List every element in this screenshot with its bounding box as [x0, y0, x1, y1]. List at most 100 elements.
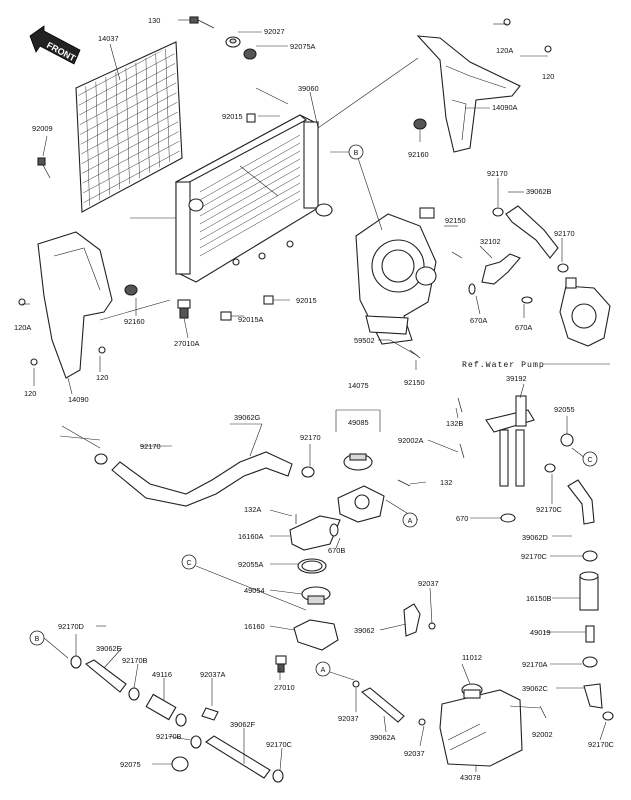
bolt-92150-top	[451, 251, 463, 259]
shroud-14090	[18, 231, 138, 379]
grommet-92075	[171, 756, 189, 772]
svg-text:B: B	[35, 636, 40, 643]
hose-39062C	[583, 683, 603, 709]
hose-39062D	[567, 479, 595, 525]
part-label-132B: 132B	[446, 419, 463, 428]
svg-text:B: B	[354, 150, 359, 157]
clamp-92037-left	[352, 680, 360, 688]
part-label-92170C-4: 92170C	[588, 740, 615, 749]
part-label-39060: 39060	[298, 84, 319, 93]
part-label-16150B: 16150B	[526, 594, 552, 603]
part-label-92170B-1: 92170B	[122, 656, 148, 665]
part-label-14090: 14090	[68, 395, 89, 404]
part-label-49054: 49054	[244, 586, 265, 595]
thermostat-49054	[301, 586, 331, 605]
clamp-92037-bottom	[418, 718, 426, 726]
leader-lines	[22, 19, 610, 772]
clamp-92170B-2	[190, 735, 202, 749]
part-label-49019: 49019	[530, 628, 551, 637]
part-label-39062C: 39062C	[522, 684, 549, 693]
callout-a-low: A	[315, 661, 331, 677]
part-label-92037-left: 92037	[338, 714, 359, 723]
part-label-670: 670	[456, 514, 468, 523]
callout-a-mid: A	[402, 512, 418, 528]
reservoir-tank-43078	[439, 689, 523, 767]
part-label-92170-hose-left: 92170	[140, 442, 161, 451]
shroud-14090A	[413, 18, 552, 153]
svg-text:C: C	[587, 457, 592, 464]
pipe-39192	[485, 395, 535, 487]
part-label-14075: 14075	[348, 381, 369, 390]
part-label-120-top: 120	[542, 72, 554, 81]
grommet-92075A	[243, 48, 257, 60]
clamp-92170C-1	[544, 463, 556, 473]
part-label-120A-left: 120A	[14, 323, 31, 332]
gasket-92055A	[297, 558, 327, 574]
part-label-92002A: 92002A	[398, 436, 424, 445]
part-label-49116: 49116	[152, 670, 172, 679]
clamp-92170C-3	[272, 769, 284, 783]
oring-670B	[329, 523, 339, 537]
thermostat-cover-16160A	[289, 515, 341, 551]
part-label-92170-top: 92170	[487, 169, 508, 178]
hose-39062F	[205, 735, 271, 779]
part-label-11012: 11012	[462, 653, 482, 662]
part-label-92015-mid: 92015	[296, 296, 317, 305]
part-label-39062B: 39062B	[526, 187, 552, 196]
bolt-92002A	[459, 443, 465, 459]
part-label-59502: 59502	[354, 336, 375, 345]
part-label-92170C-2: 92170C	[521, 552, 548, 561]
reference-label: Ref.Water Pump	[462, 360, 545, 370]
part-label-670B: 670B	[328, 546, 345, 555]
part-label-92170B-2: 92170B	[156, 732, 182, 741]
part-label-92075: 92075	[120, 760, 141, 769]
clamp-92170C-2	[582, 550, 598, 562]
thermostat-cover-16160	[293, 619, 339, 651]
pipe-32102	[481, 253, 521, 285]
part-label-120-lower: 120	[24, 389, 36, 398]
part-label-92160-left: 92160	[124, 317, 145, 326]
clamp-92170-top	[492, 207, 504, 217]
part-label-92170C-3: 92170C	[266, 740, 293, 749]
part-labels: 130 92027 92075A 14037 120A 120 14090A 9…	[14, 16, 615, 782]
clamp-92170-right	[557, 263, 569, 273]
bolt-92002	[539, 705, 547, 719]
callout-b-top: B	[348, 144, 364, 160]
part-label-32102: 32102	[480, 237, 501, 246]
part-label-92055: 92055	[554, 405, 575, 414]
part-label-27010A: 27010A	[174, 339, 200, 348]
part-label-92009: 92009	[32, 124, 53, 133]
part-label-39062A: 39062A	[370, 733, 396, 742]
part-label-39062: 39062	[354, 626, 375, 635]
part-label-92055A: 92055A	[238, 560, 264, 569]
filler-neck-16150B	[579, 571, 599, 611]
leader-line	[59, 425, 101, 449]
collar-92015A	[220, 311, 232, 321]
part-label-120A-top: 120A	[496, 46, 513, 55]
thermostat-housing-14075	[335, 409, 385, 523]
svg-text:C: C	[186, 560, 191, 567]
part-label-92037A: 92037A	[200, 670, 226, 679]
fan-switch-27010A	[177, 299, 191, 319]
grommet-92027	[225, 36, 241, 48]
part-label-130: 130	[148, 16, 160, 25]
part-label-92150-bottom: 92150	[404, 378, 425, 387]
oring-670A-right	[521, 296, 533, 304]
part-label-14090A: 14090A	[492, 103, 518, 112]
part-label-92037-bottom: 92037	[404, 749, 425, 758]
part-label-92170-hose-right: 92170	[300, 433, 321, 442]
part-label-49085: 49085	[348, 418, 369, 427]
gasket-92055	[560, 433, 574, 447]
front-arrow: FRONT	[29, 25, 81, 65]
part-label-14037: 14037	[98, 34, 119, 43]
collar-92015-mid	[263, 295, 274, 305]
part-label-16160: 16160	[244, 622, 265, 631]
radiator-screen-14037	[75, 41, 183, 213]
separator-49116	[145, 693, 187, 727]
bolt-130	[189, 16, 215, 29]
part-label-39062D: 39062D	[522, 533, 548, 542]
part-label-92015-top: 92015	[222, 112, 243, 121]
callout-c-right: C	[582, 451, 598, 467]
part-label-670A-left: 670A	[470, 316, 487, 325]
